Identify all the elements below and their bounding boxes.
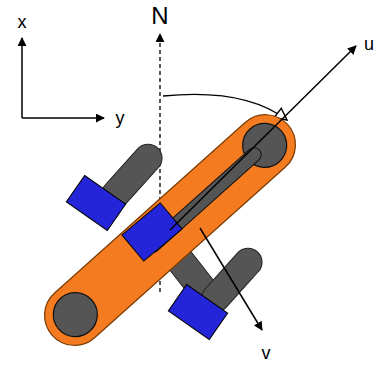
v-axis bbox=[200, 228, 262, 330]
axis-label: v bbox=[262, 344, 271, 362]
axis-label: y bbox=[116, 109, 125, 127]
north-label: N bbox=[151, 4, 168, 28]
u-axis bbox=[170, 46, 356, 230]
rotor-blocks bbox=[66, 176, 227, 340]
y-axis bbox=[22, 117, 104, 119]
axis-label: x bbox=[18, 13, 27, 31]
x-axis bbox=[21, 38, 23, 118]
axis-label: u bbox=[364, 35, 374, 53]
